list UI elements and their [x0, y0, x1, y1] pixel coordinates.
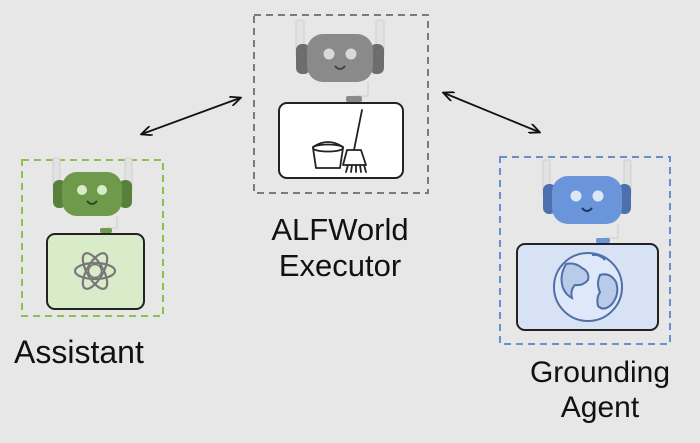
assistant-robot-icon [52, 157, 133, 233]
assistant-executor-arrow [142, 98, 240, 134]
executor-screen [278, 102, 404, 179]
executor-robot-icon [295, 19, 385, 102]
bucket-and-mop-icon [312, 109, 367, 173]
assistant-agent [21, 157, 164, 317]
openai-logo-icon [73, 252, 117, 290]
executor-label-line2: Executor [278, 247, 402, 283]
assistant-dashed-frame [21, 159, 164, 317]
executor-grounding-arrow [444, 93, 539, 132]
grounding-agent [499, 156, 671, 345]
grounding-robot-icon [542, 159, 632, 243]
grounding-label: Grounding Agent [505, 356, 695, 425]
assistant-screen [46, 233, 145, 310]
executor-agent [253, 14, 429, 194]
executor-label-line1: ALFWorld [271, 212, 409, 247]
assistant-label: Assistant [14, 334, 144, 370]
grounding-label-line2: Agent [560, 390, 640, 424]
grounding-dashed-frame [499, 156, 671, 345]
executor-dashed-frame [253, 14, 429, 194]
grounding-label-line1: Grounding [529, 356, 671, 389]
executor-label: ALFWorld Executor [240, 212, 440, 283]
globe-icon [553, 252, 623, 322]
